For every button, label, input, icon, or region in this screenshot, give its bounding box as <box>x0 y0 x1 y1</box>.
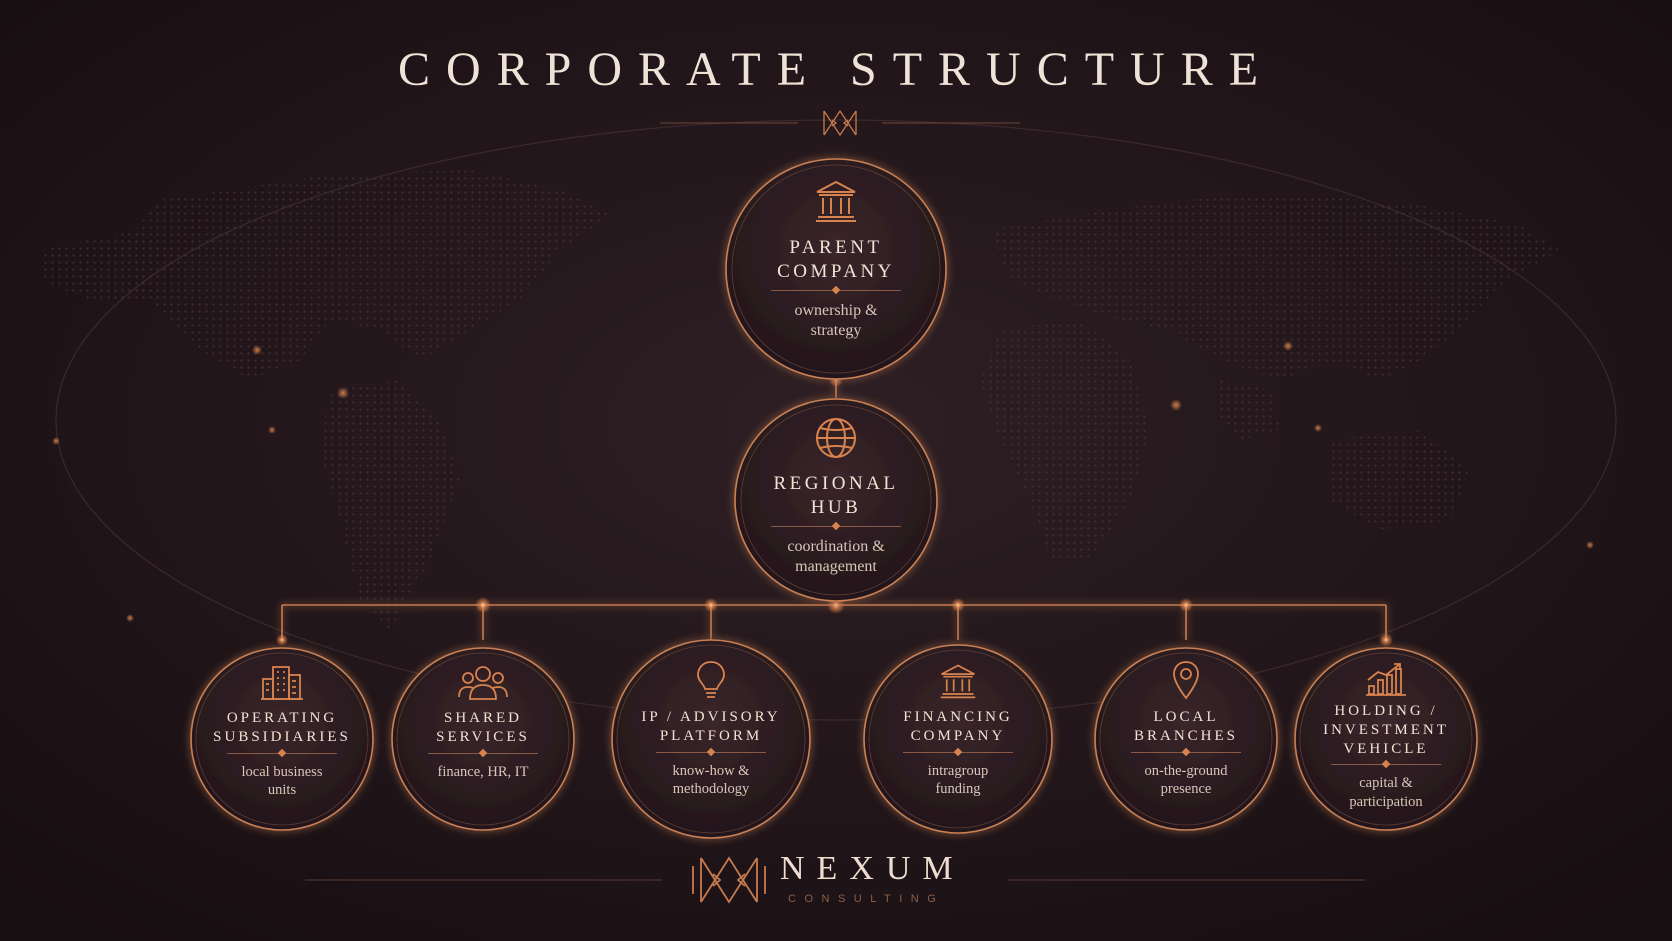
lightbulb-icon <box>697 661 725 698</box>
holding-investment-vehicle-divider <box>1331 764 1441 766</box>
holding-investment-vehicle-circle <box>1294 647 1478 831</box>
users-icon <box>458 666 508 700</box>
shared-services-node: SHARED SERVICES finance, HR, IT <box>398 665 568 781</box>
regional-hub-circle <box>734 398 938 602</box>
ip-advisory-platform-divider <box>656 751 766 753</box>
bank-icon <box>816 180 856 222</box>
regional-hub-desc-line1: coordination & <box>787 537 885 555</box>
parent-company-desc-line2: strategy <box>810 322 862 340</box>
nexum-logo-icon <box>692 856 766 904</box>
shared-services-label-line1: SHARED <box>443 710 522 726</box>
shared-services-desc-line1: finance, HR, IT <box>437 763 529 780</box>
parent-company-label-line1: PARENT <box>789 237 883 258</box>
regional-hub-label-line1: REGIONAL <box>773 473 899 494</box>
growth-chart-icon <box>1366 663 1406 696</box>
shared-services-label-line2: SERVICES <box>436 728 530 745</box>
regional-hub-label-line2: HUB <box>810 496 862 518</box>
parent-company-node: PARENT COMPANY ownership & strategy <box>726 178 946 342</box>
shared-services-divider <box>428 752 538 754</box>
regional-hub-node: REGIONAL HUB coordination & management <box>726 416 946 578</box>
local-branches-node: LOCAL BRANCHES on-the-ground presence <box>1101 660 1271 799</box>
financing-company-label-line1: FINANCING <box>903 709 1013 725</box>
nexum-mark-icon-small <box>823 109 857 137</box>
holding-investment-vehicle-label-line3: VEHICLE <box>1343 740 1429 757</box>
brand-tagline: CONSULTING <box>788 893 945 905</box>
bank-icon <box>940 664 976 699</box>
operating-subsidiaries-label-line1: OPERATING <box>226 710 338 726</box>
holding-investment-vehicle-label-line2: INVESTMENT <box>1323 721 1449 738</box>
local-branches-label-line2: BRANCHES <box>1133 727 1239 744</box>
operating-subsidiaries-circle <box>190 647 374 831</box>
ip-advisory-platform-desc-line2: methodology <box>672 781 750 798</box>
operating-subsidiaries-desc-line2: units <box>267 782 297 799</box>
ip-advisory-platform-desc-line1: know-how & <box>672 762 750 779</box>
local-branches-desc-line1: on-the-ground <box>1144 762 1228 779</box>
regional-hub-desc-line2: management <box>795 558 877 576</box>
ip-advisory-platform-label-line1: IP / ADVISORY <box>641 709 781 725</box>
local-branches-label-line1: LOCAL <box>1153 709 1219 725</box>
local-branches-desc-line2: presence <box>1160 781 1212 798</box>
holding-investment-vehicle-desc-line1: capital & <box>1359 775 1413 792</box>
parent-company-label-line2: COMPANY <box>777 260 895 282</box>
ip-advisory-platform-label-line2: PLATFORM <box>659 727 763 744</box>
financing-company-label-line2: COMPANY <box>910 727 1006 744</box>
parent-company-circle <box>725 158 947 380</box>
local-branches-circle <box>1094 647 1278 831</box>
parent-company-desc-line1: ownership & <box>794 301 878 319</box>
holding-investment-vehicle-label-line1: HOLDING / <box>1334 703 1438 719</box>
financing-company-desc-line2: funding <box>935 781 981 798</box>
ip-advisory-platform-circle <box>611 639 811 839</box>
holding-investment-vehicle-desc-line2: participation <box>1349 794 1423 811</box>
regional-hub-divider <box>771 525 901 527</box>
map-pin-icon <box>1173 661 1199 700</box>
operating-subsidiaries-desc-line1: local business <box>241 763 323 780</box>
holding-investment-vehicle-node: HOLDING / INVESTMENT VEHICLE capital & p… <box>1301 662 1471 812</box>
parent-company-divider <box>771 289 901 291</box>
financing-company-circle <box>863 644 1053 834</box>
globe-icon <box>816 418 856 458</box>
buildings-icon <box>261 666 303 700</box>
financing-company-divider <box>903 751 1013 753</box>
operating-subsidiaries-node: OPERATING SUBSIDIARIES local business un… <box>197 665 367 800</box>
local-branches-divider <box>1131 751 1241 753</box>
ip-advisory-platform-node: IP / ADVISORY PLATFORM know-how & method… <box>616 660 806 799</box>
financing-company-node: FINANCING COMPANY intragroup funding <box>868 662 1048 799</box>
operating-subsidiaries-divider <box>227 752 337 754</box>
brand-name: NEXUM <box>780 850 965 887</box>
operating-subsidiaries-label-line2: SUBSIDIARIES <box>213 728 351 745</box>
financing-company-desc-line1: intragroup <box>927 762 989 779</box>
page-title: CORPORATE STRUCTURE <box>397 43 1275 96</box>
shared-services-circle <box>391 647 575 831</box>
